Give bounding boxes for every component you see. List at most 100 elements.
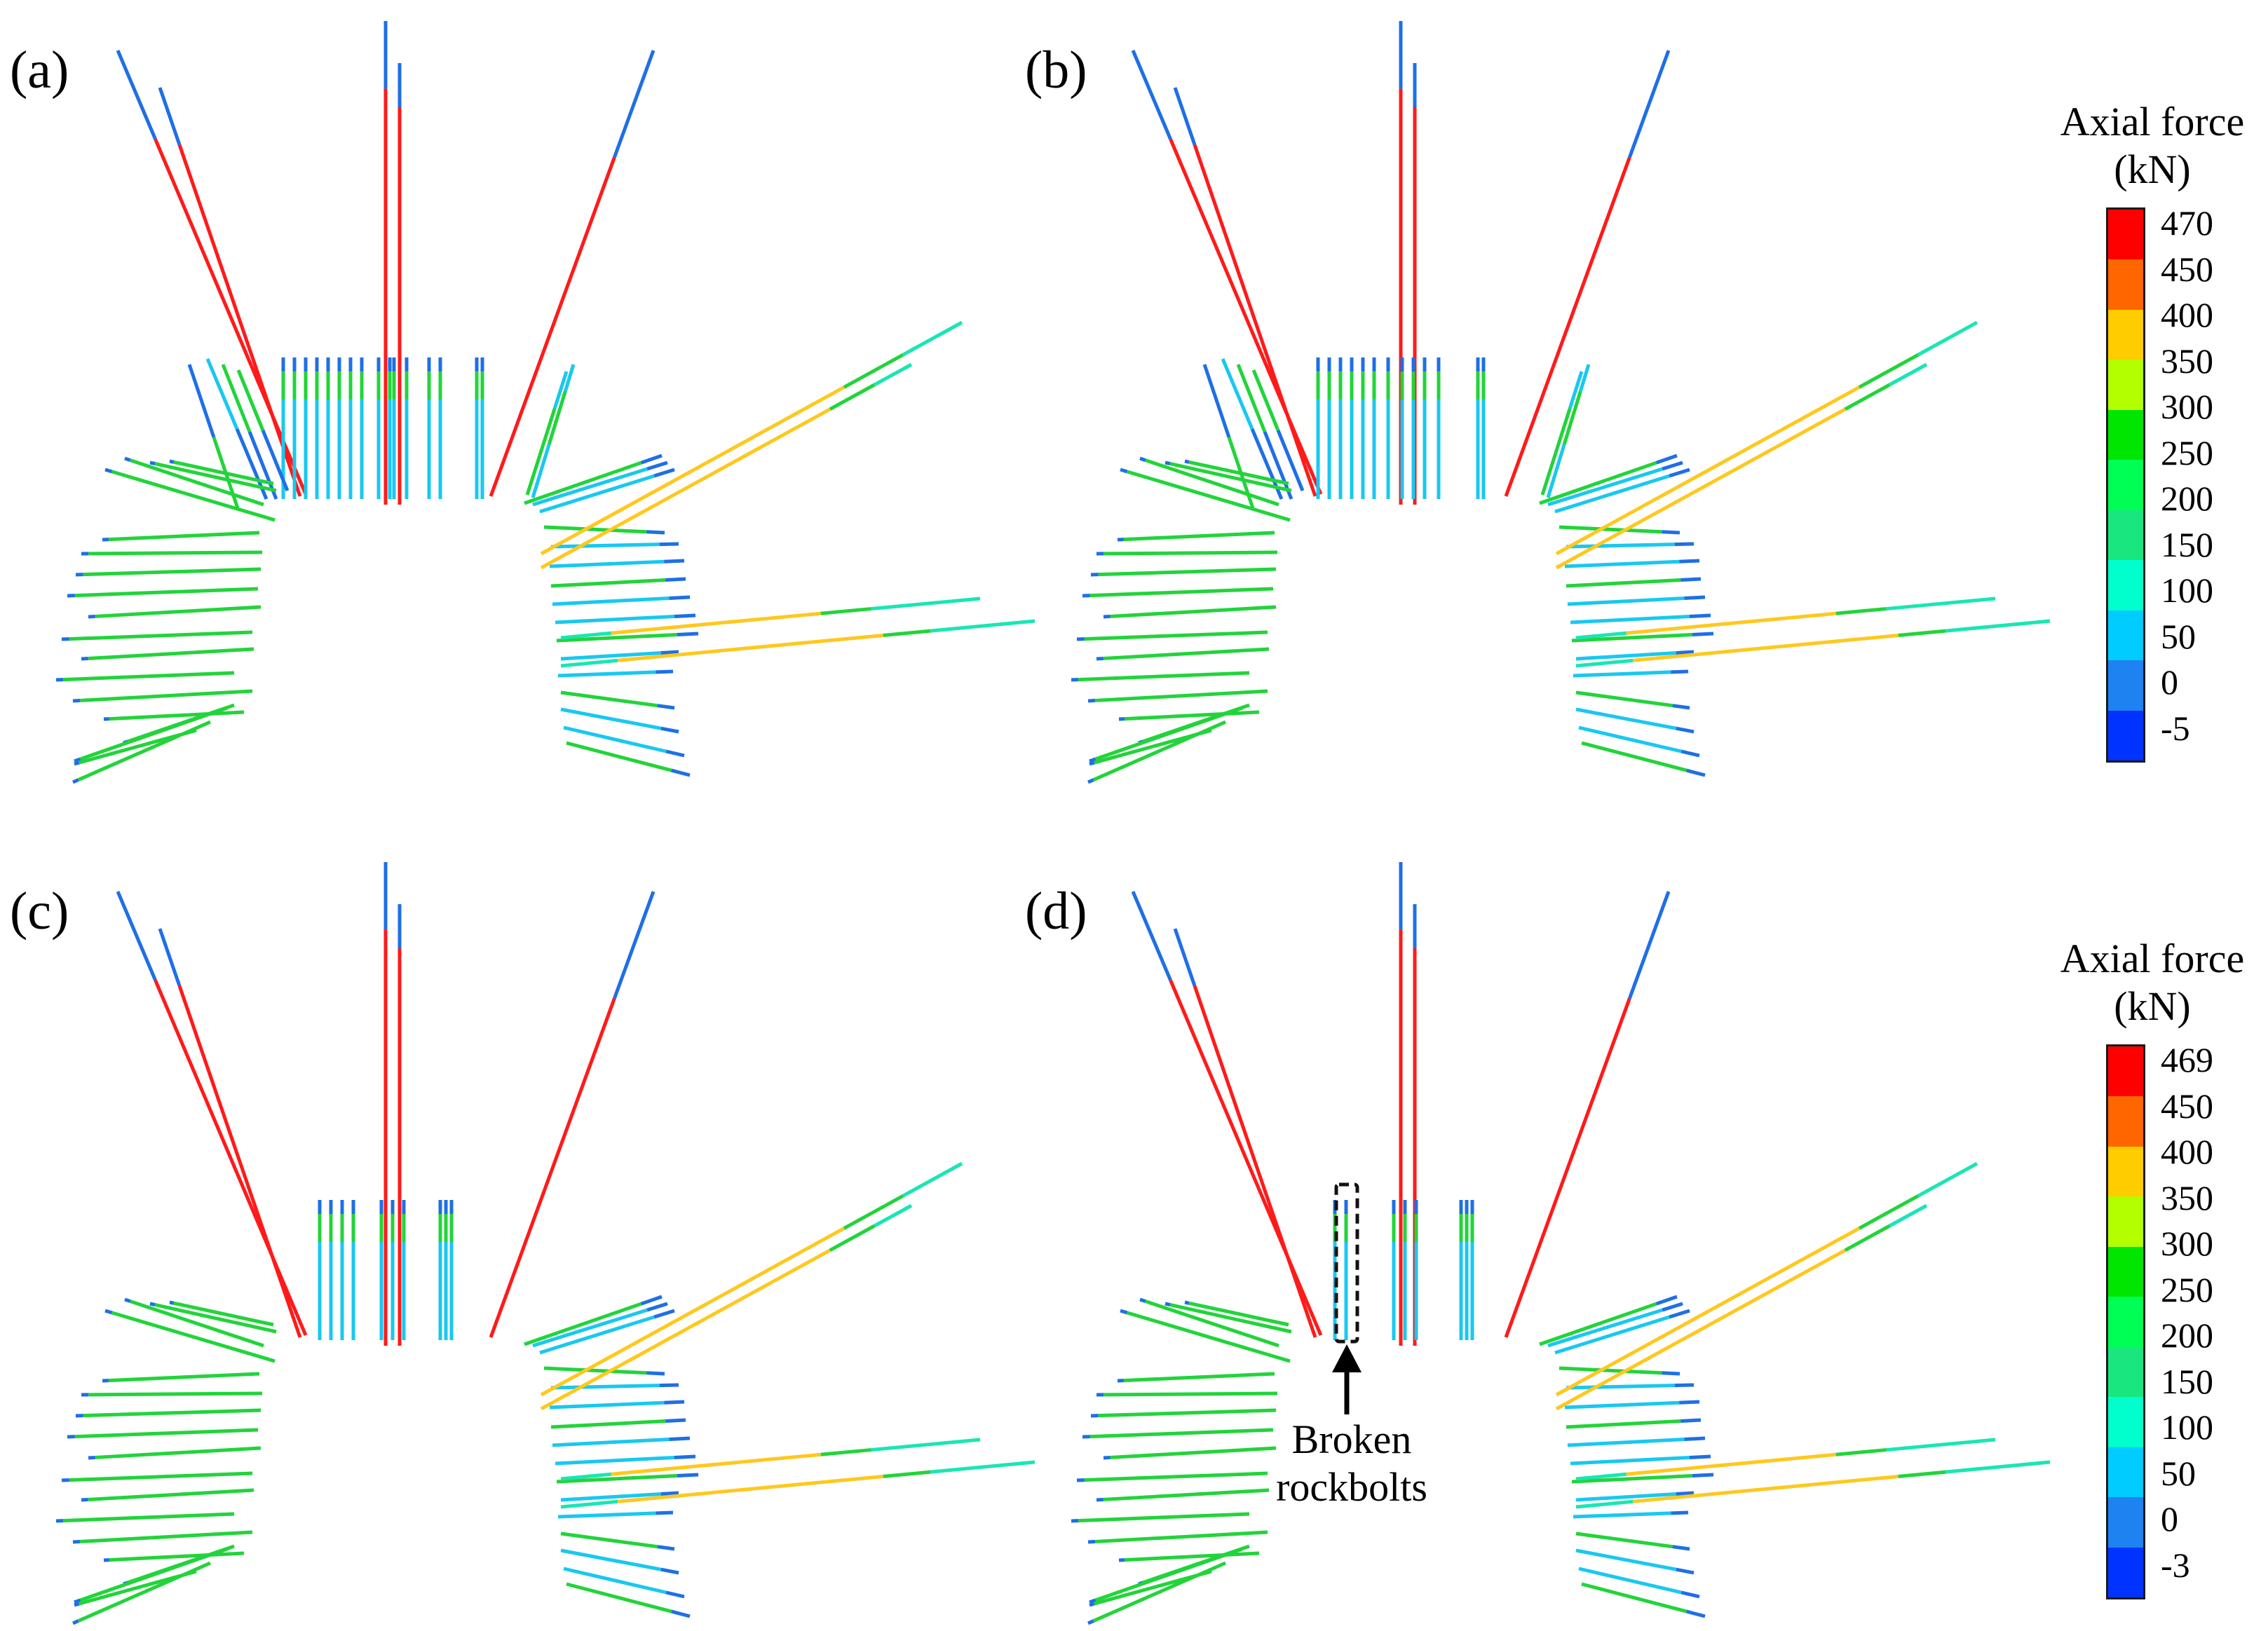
rockbolt-segment <box>1188 460 1289 486</box>
rockbolt-segment <box>1579 364 1591 392</box>
rockbolt-segment <box>88 647 254 660</box>
rockbolt-segment <box>72 698 81 703</box>
colorbar-segment <box>2108 710 2143 761</box>
rockbolt-segment <box>1626 611 1836 635</box>
rockbolt-segment <box>1564 559 1680 568</box>
rockbolt-segment <box>1662 530 1680 535</box>
rockbolt-segment <box>646 1302 668 1312</box>
rockbolt-segment <box>1120 468 1128 474</box>
legend-tick-label: -3 <box>2161 1545 2190 1585</box>
rockbolt-segment <box>80 1530 253 1543</box>
rockbolt-segment <box>557 1511 656 1519</box>
rockbolt-segment <box>640 453 663 465</box>
rockbolt-segment <box>1554 474 1670 514</box>
rockbolt-segment <box>1120 1309 1128 1315</box>
rockbolt-segment <box>1676 726 1695 734</box>
rockbolt-segment <box>74 1602 80 1607</box>
colorbar-bottom <box>2106 1044 2145 1599</box>
rockbolt-segment <box>657 704 675 710</box>
rockbolt-segment <box>74 1598 81 1604</box>
rockbolt-segment <box>1692 1473 1714 1478</box>
rockbolt-segment <box>560 651 661 661</box>
rockbolt-segment <box>665 577 686 582</box>
rockbolt-segment <box>1685 768 1706 777</box>
rockbolt-segment <box>1844 1224 1891 1252</box>
legend-tick-label: 469 <box>2161 1040 2213 1079</box>
rockbolt-segment <box>1575 631 1627 640</box>
rockbolt-segment <box>660 1567 679 1575</box>
rockbolt-segment <box>116 50 157 140</box>
rockbolt-segment <box>1539 460 1657 505</box>
rockbolt-segment <box>1173 928 1197 987</box>
rockbolt-segment <box>1504 997 1631 1338</box>
rockbolt-segment <box>1844 383 1891 411</box>
rockbolt-segment <box>1676 1567 1695 1575</box>
rockbolt-segment <box>1188 1301 1289 1327</box>
rockbolt-segment <box>88 1391 263 1397</box>
broken-rockbolts-label: Broken rockbolts <box>1247 1416 1457 1511</box>
rockbolt-segment <box>1627 50 1671 158</box>
rockbolt-segment <box>612 50 656 158</box>
colorbar-segment <box>2108 409 2143 460</box>
rockbolt-segment <box>1164 1302 1171 1307</box>
rockbolt-segment <box>1087 778 1094 784</box>
rockbolt-segment <box>111 1311 276 1363</box>
colorbar-segment <box>2108 1547 2143 1598</box>
rockbolt-segment <box>843 1194 904 1230</box>
rockbolt-segment <box>669 1436 691 1441</box>
rockbolt-segment <box>1555 407 1847 570</box>
rockbolt-segment <box>1276 430 1305 491</box>
rockbolt-segment <box>124 456 131 463</box>
rockbolt-segment <box>1571 633 1692 643</box>
rockbolt-segment <box>883 629 931 637</box>
rockbolt-segment <box>173 460 274 486</box>
rockbolt-segment <box>660 650 679 655</box>
rockbolt-segment <box>1131 891 1172 981</box>
colorbar-segment <box>2108 259 2143 310</box>
rockbolt-segment <box>1562 390 1582 445</box>
rockbolt-segment <box>108 1372 260 1383</box>
rockbolt-segment <box>1575 658 1634 668</box>
rockbolt-segment <box>660 1491 679 1496</box>
rockbolt-segment <box>665 1418 686 1423</box>
rockbolt-segment <box>657 1545 675 1551</box>
colorbar-segment <box>2108 660 2143 711</box>
rockbolt-segment <box>72 1539 81 1544</box>
colorbar-segment <box>2108 1096 2143 1147</box>
rockbolt-segment <box>72 1619 79 1625</box>
rockbolt-segment <box>489 156 616 497</box>
rockbolt-segment <box>1679 1400 1700 1405</box>
rockbolt-segment <box>1570 1456 1690 1466</box>
rockbolt-segment <box>1662 1371 1680 1376</box>
rockbolt-segment <box>1626 1452 1836 1476</box>
legend-tick-label: 0 <box>2161 662 2178 702</box>
rockbolt-segment <box>1672 1545 1690 1551</box>
rockbolt-segment <box>1689 1454 1711 1459</box>
legend-tick-label: 250 <box>2161 1269 2213 1309</box>
rockbolt-segment <box>612 891 656 999</box>
rockbolt-segment <box>640 1295 663 1306</box>
rockbolt-segment <box>1236 364 1267 432</box>
rockbolt-segment <box>665 1590 685 1599</box>
rockbolt-segment <box>566 1582 672 1613</box>
rockbolt-segment <box>659 1383 679 1388</box>
rockbolt-segment <box>1676 1491 1695 1496</box>
rockbolt-segment <box>74 1428 259 1439</box>
rockbolt-segment <box>930 619 1035 633</box>
rockbolt-segment <box>1917 1161 1978 1198</box>
rockbolt-segment <box>555 1456 675 1466</box>
rockbolt-segment <box>1568 371 1584 409</box>
rockbolt-segment <box>1104 550 1278 556</box>
rockbolt-segment <box>1578 1567 1682 1595</box>
panel-label-b: (b) <box>1025 41 1087 100</box>
rockbolt-segment <box>556 633 677 643</box>
rockbolt-segment <box>552 371 569 409</box>
rockbolt-segment <box>154 462 277 493</box>
colorbar-segment <box>2108 309 2143 360</box>
rockbolt-segment <box>1578 725 1682 753</box>
legend-tick-label: 200 <box>2161 479 2213 518</box>
rockbolt-segment <box>677 632 699 636</box>
rockbolt-segment <box>1089 760 1095 766</box>
rockbolt-panel-b <box>1071 21 2051 784</box>
